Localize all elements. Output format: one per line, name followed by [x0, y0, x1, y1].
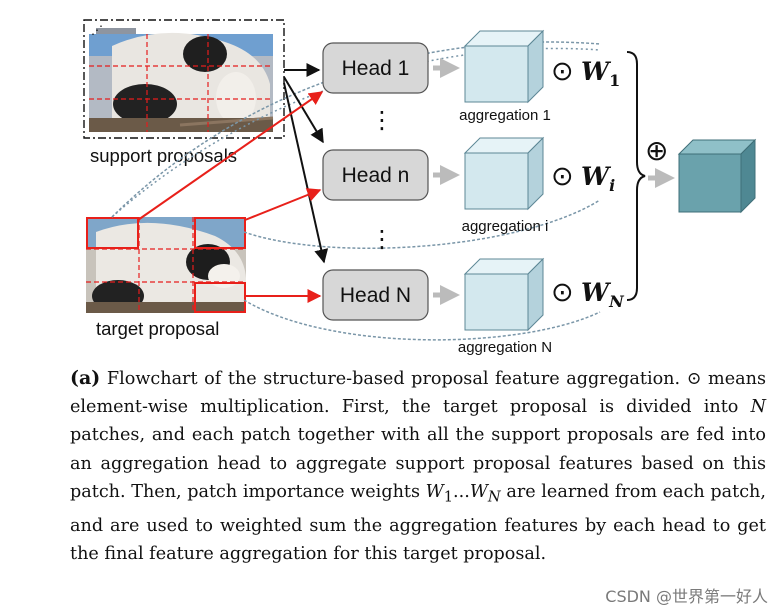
head-N-label: Head N: [340, 284, 411, 307]
target-proposal-label: target proposal: [96, 318, 219, 339]
dashed-link-N: [243, 299, 601, 341]
target-patch-1: [86, 217, 139, 249]
caption-ellipsis: ...: [453, 481, 470, 502]
weight-i-base: W: [581, 162, 612, 191]
dashed-link-1b: [111, 47, 601, 218]
target-to-head-arrows: [137, 91, 324, 303]
weight-i-sub: i: [609, 176, 615, 195]
arrow-target-head-1: [137, 91, 324, 221]
aggregation-cube-N: [463, 257, 545, 332]
aggregation-i-label: aggregation i: [462, 218, 549, 235]
aggregation-cube-i: [463, 136, 545, 211]
weight-N: WN: [581, 278, 625, 311]
target-patch-N: [194, 282, 246, 313]
caption-text-2: means element-wise multiplication. First…: [70, 369, 766, 418]
odot-operator-i: ⊙: [551, 161, 574, 192]
odot-operator-1: ⊙: [551, 56, 574, 87]
weight-1-sub: 1: [609, 71, 620, 90]
final-feature-cube: [677, 138, 757, 214]
oplus-operator: ⊕: [645, 134, 668, 167]
heads-ellipsis-lower: ⋮: [370, 225, 394, 253]
caption-odot: ⊙: [686, 369, 702, 389]
flowchart-diagram: ⋰ support proposals target prop: [83, 19, 757, 356]
caption-text-1: Flowchart of the structure-based proposa…: [100, 369, 687, 389]
support-proposals-stack: ⋰: [83, 19, 285, 139]
weight-1: W1: [581, 57, 620, 90]
watermark: CSDN @世界第一好人: [605, 587, 768, 606]
dashed-link-i: [243, 199, 601, 249]
caption-w-last-sub: N: [487, 488, 501, 506]
arrow-target-head-n: [244, 188, 322, 221]
head-n: Head n: [322, 149, 429, 201]
caption-label: (a): [70, 367, 101, 389]
support-patch-grid: [89, 34, 273, 132]
caption-text-4: are learned from each patch, and are use…: [70, 481, 766, 564]
figure-caption: (a) Flowchart of the structure-based pro…: [70, 364, 766, 568]
weight-N-sub: N: [608, 292, 625, 311]
aggregation-N-label: aggregation N: [458, 339, 552, 356]
summation-brace: [626, 51, 646, 301]
weight-1-base: W: [581, 57, 612, 86]
caption-w-first-sub: 1: [443, 488, 454, 506]
weight-i: Wi: [581, 162, 615, 195]
support-proposals-label: support proposals: [90, 145, 237, 166]
heads-ellipsis-upper: ⋮: [370, 106, 394, 134]
head-1-label: Head 1: [342, 57, 410, 80]
caption-n: N: [750, 397, 766, 418]
head-1: Head 1: [322, 42, 429, 94]
head-n-label: Head n: [342, 164, 410, 187]
weight-N-base: W: [581, 278, 612, 307]
caption-w-first: W: [425, 481, 444, 502]
caption-w-last: W: [469, 481, 488, 502]
aggregation-1-label: aggregation 1: [459, 107, 551, 124]
aggregation-cube-1: [463, 29, 545, 104]
target-proposal-image: [86, 217, 246, 313]
head-N: Head N: [322, 269, 429, 321]
odot-operator-N: ⊙: [551, 277, 574, 308]
support-photo: [89, 32, 274, 132]
svg-text:⋰: ⋰: [91, 23, 103, 37]
caption-text-3: patches, and each patch together with al…: [70, 425, 766, 502]
head-to-aggregation-arrows: [433, 58, 460, 305]
arrow-support-head-n: [283, 76, 324, 144]
